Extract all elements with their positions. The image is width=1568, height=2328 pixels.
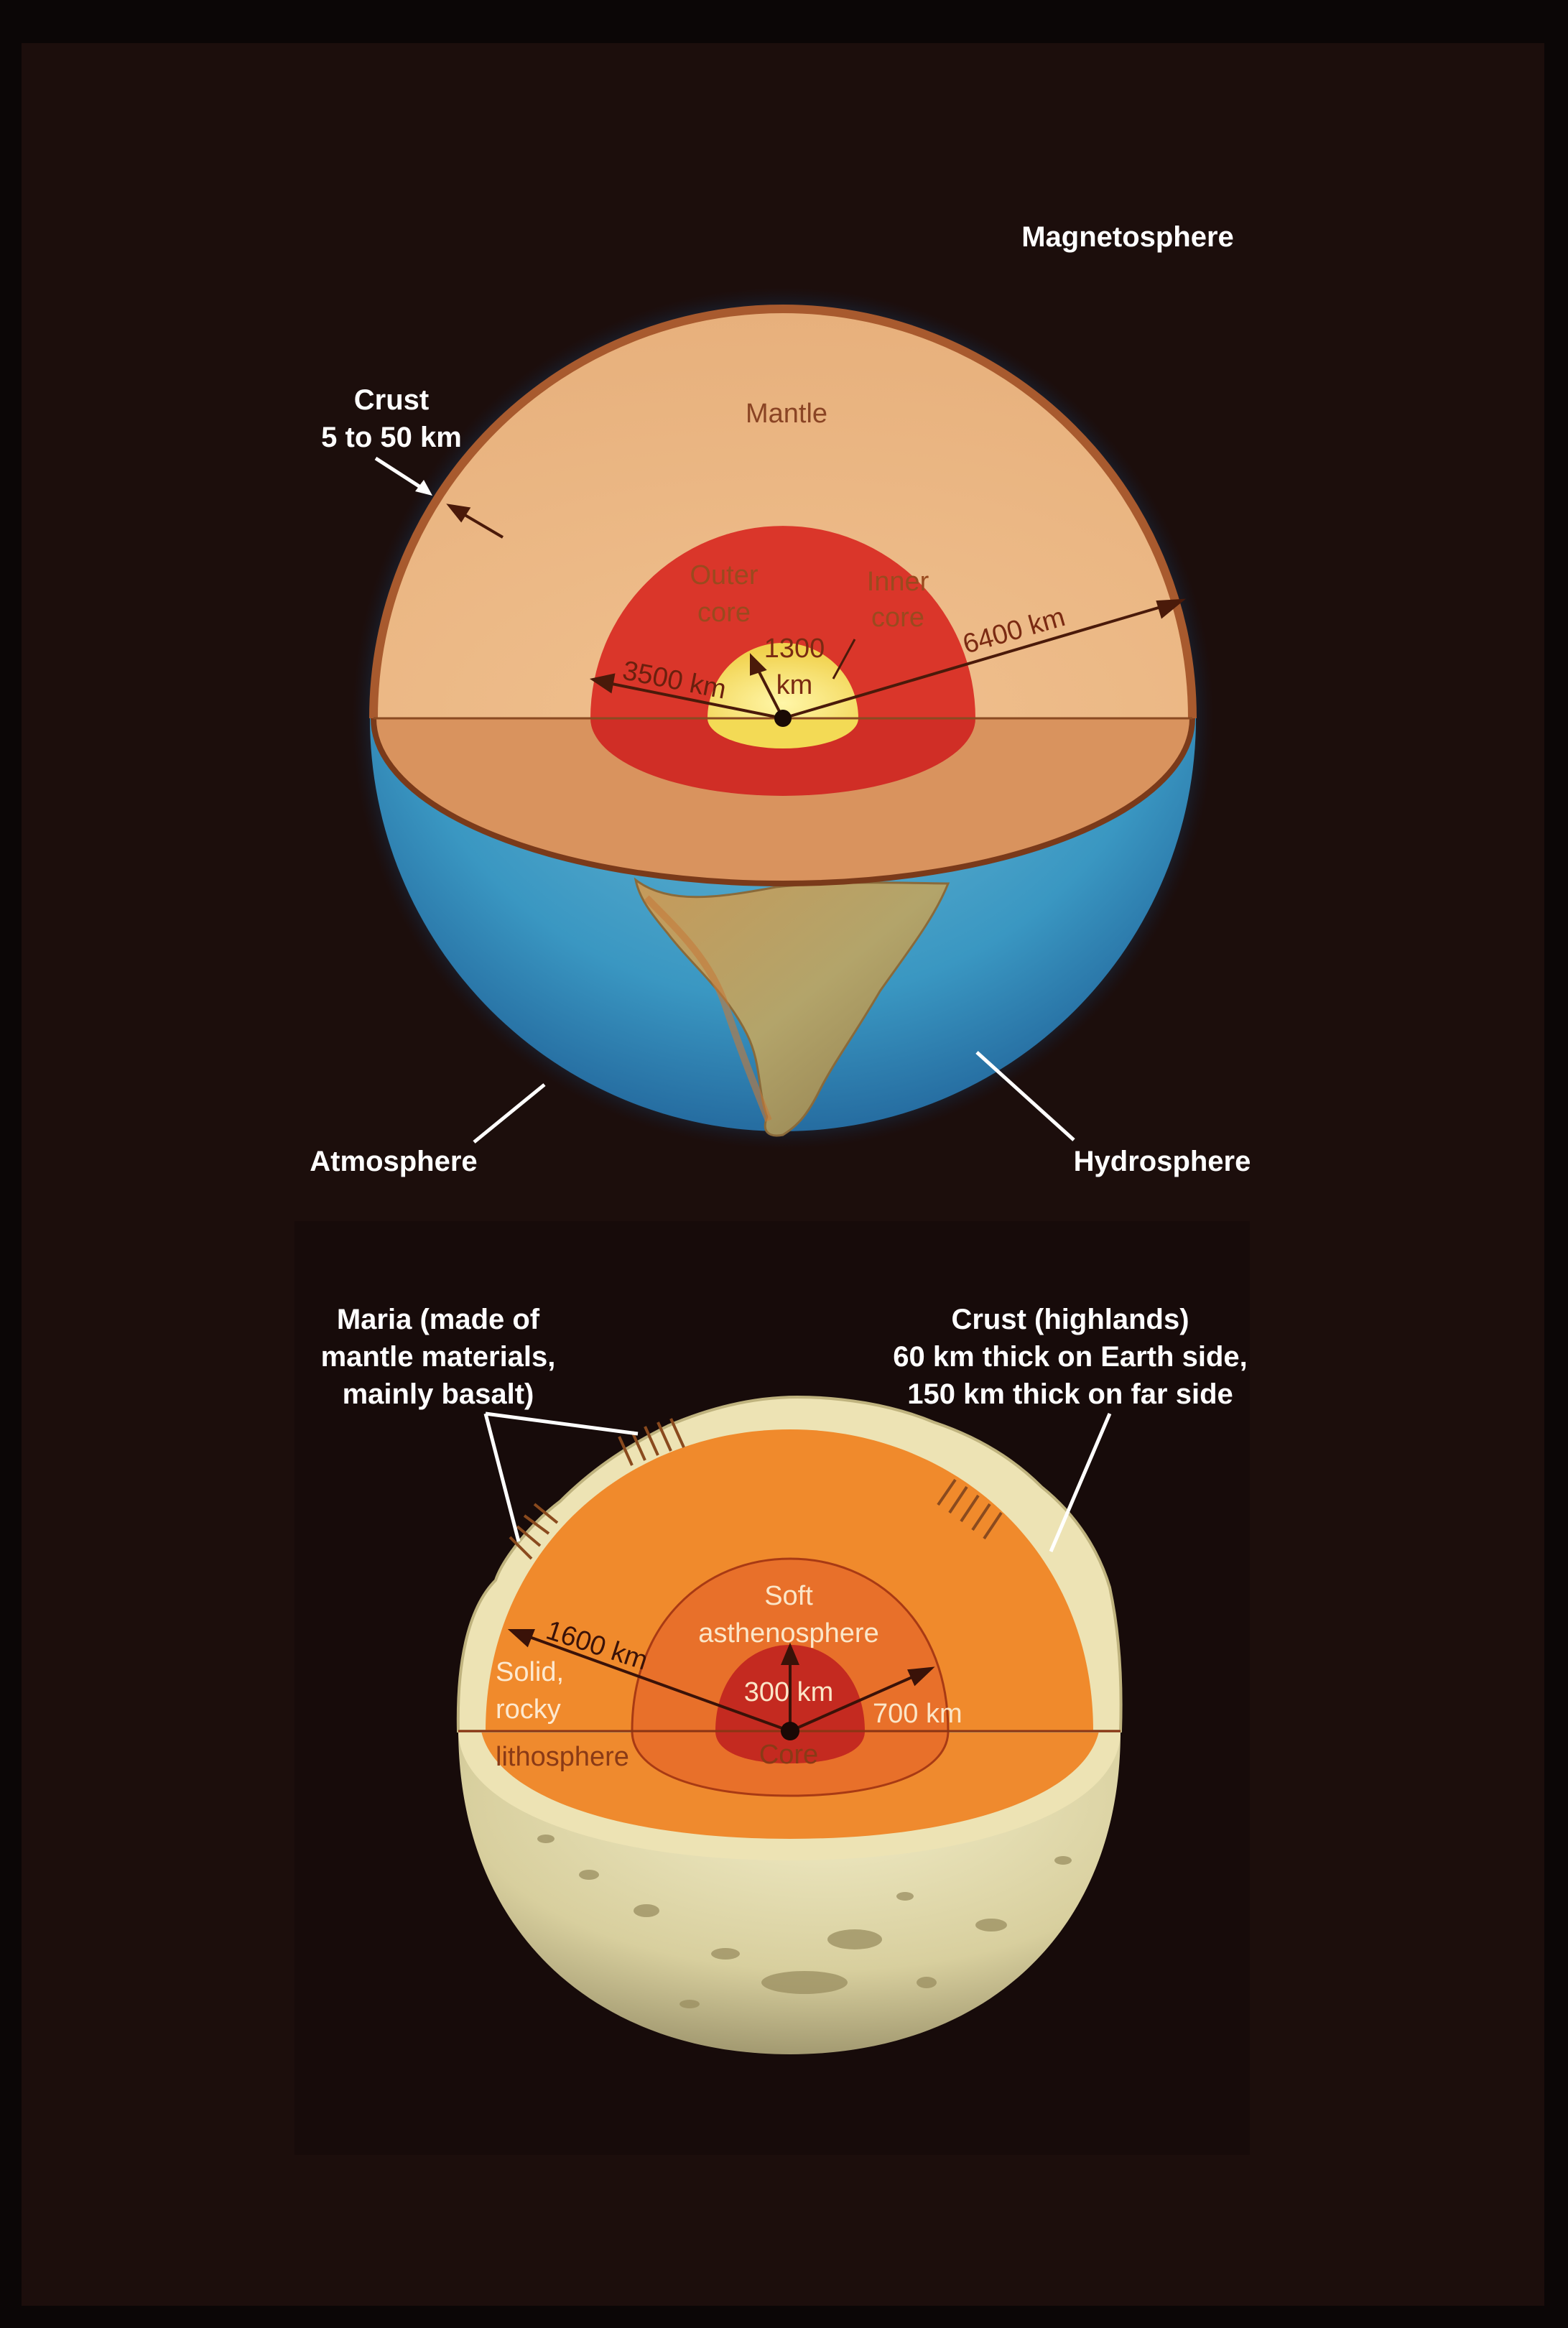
arrow-head — [781, 1642, 799, 1665]
inner-core-pointer — [832, 639, 856, 680]
andes-ridge — [644, 895, 772, 1122]
maria-pointer-1 — [485, 1411, 639, 1436]
atmosphere-pointer — [473, 1083, 546, 1144]
inner-core-label-2: core — [871, 603, 924, 633]
earth-diagram: Mantle Outer core Inner core 1300 km 350… — [310, 221, 1251, 1177]
arrow-head — [446, 504, 471, 523]
radius-arrow-3500 — [597, 680, 784, 720]
moon-core-label: Core — [759, 1740, 818, 1770]
maria-hatching — [509, 1418, 1003, 1560]
crust-pointer-head — [415, 480, 432, 496]
moon-diagram: Soft asthenosphere Solid, rocky lithosph… — [321, 1304, 1248, 2054]
asthenosphere-label-2: asthenosphere — [698, 1618, 878, 1648]
lithosphere-label-3: lithosphere — [496, 1742, 629, 1772]
earth-mantle — [374, 309, 1192, 718]
lithosphere-label-2: rocky — [496, 1694, 561, 1725]
arrow-head — [1156, 598, 1187, 619]
crust-thickness-label: 5 to 50 km — [321, 422, 462, 453]
moon-asthenosphere-radius-label: 700 km — [873, 1699, 962, 1729]
maria-label-3: mainly basalt) — [343, 1378, 534, 1410]
asthenosphere-label-1: Soft — [764, 1581, 813, 1611]
arrow-head — [907, 1666, 935, 1687]
earth-outer-core — [590, 526, 975, 718]
inner-core-base — [708, 718, 858, 748]
arrow-head — [750, 653, 767, 676]
moon-craters — [537, 1835, 1072, 2008]
hydrosphere-label: Hydrosphere — [1074, 1146, 1251, 1177]
magnetosphere-label: Magnetosphere — [1021, 221, 1234, 253]
outer-core-base — [590, 718, 975, 796]
crust-label: Crust — [354, 384, 429, 416]
moon-radius-arrow-700 — [789, 1669, 927, 1733]
cutaway-base — [374, 718, 1192, 884]
moon-crust-label-2: 60 km thick on Earth side, — [893, 1341, 1248, 1373]
outer-core-label-2: core — [697, 598, 751, 628]
moon-crust-pointer — [1049, 1413, 1112, 1552]
inner-core-radius-1: 1300 — [764, 634, 825, 664]
mantle-label: Mantle — [746, 399, 827, 429]
outer-core-label-1: Outer — [690, 560, 758, 590]
earth-center — [774, 710, 792, 727]
moon-crust-label-3: 150 km thick on far side — [907, 1378, 1233, 1410]
moon-core-radius-label: 300 km — [744, 1677, 834, 1707]
maria-label-2: mantle materials, — [321, 1341, 556, 1373]
earth-crust — [369, 305, 1197, 719]
atmosphere-label: Atmosphere — [310, 1146, 477, 1177]
maria-label-1: Maria (made of — [337, 1304, 540, 1335]
hydrosphere-pointer — [975, 1051, 1075, 1141]
arrow-head — [507, 1629, 535, 1648]
arrow-head — [589, 673, 616, 694]
moon-center — [781, 1722, 799, 1740]
lithosphere-label-1: Solid, — [496, 1657, 564, 1687]
moon-radius-arrow-1600 — [515, 1631, 791, 1733]
moon-crust-label-1: Crust (highlands) — [951, 1304, 1189, 1335]
maria-pointer-2 — [483, 1413, 521, 1542]
inner-core-label-1: Inner — [867, 567, 929, 597]
earth-inner-core — [708, 643, 858, 718]
inner-core-radius-2: km — [776, 670, 813, 700]
cutaway-base-edge — [371, 718, 1195, 886]
radius-arrow-6400 — [782, 600, 1179, 720]
